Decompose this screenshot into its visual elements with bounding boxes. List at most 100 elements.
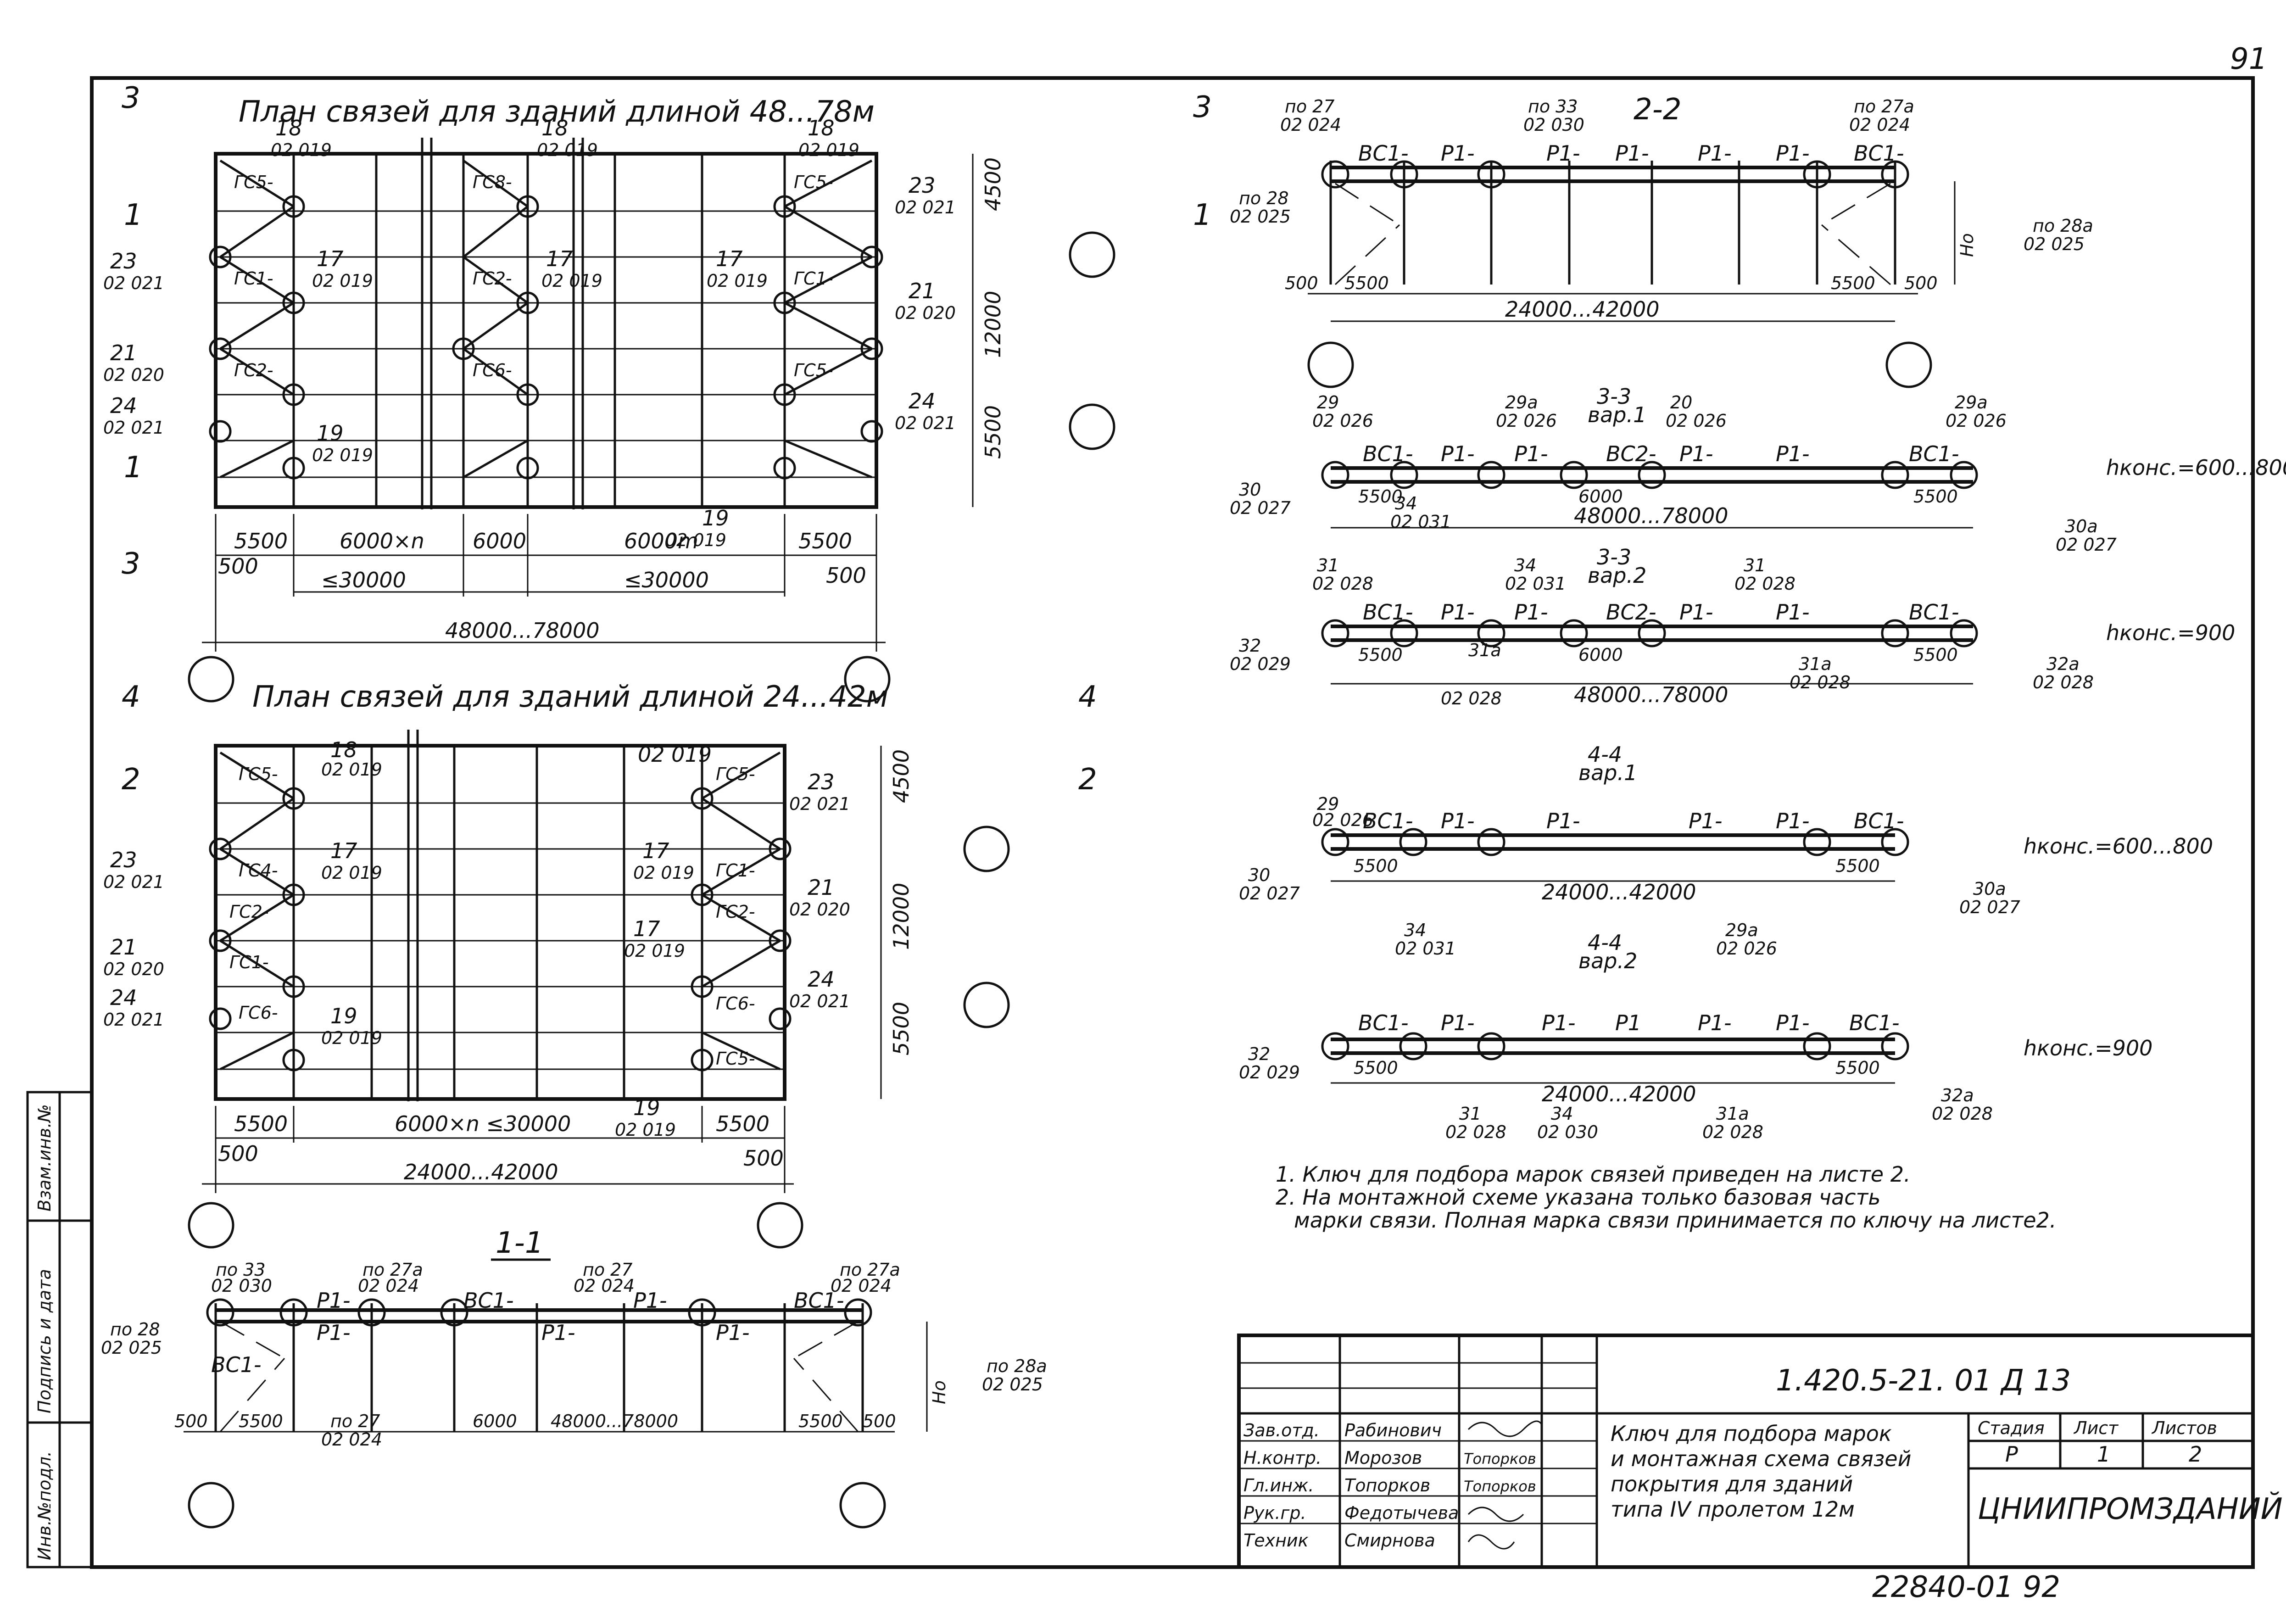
dimension: 4500 <box>981 157 1005 211</box>
member-label: 29 <box>1317 794 1339 814</box>
section-title: 4-4 <box>1588 742 1622 767</box>
member-label: 17 <box>317 246 344 271</box>
dimension: 12000 <box>889 883 914 950</box>
dimension: 500 <box>218 1141 258 1166</box>
console-height: hконс.=600...800 <box>2024 834 2213 859</box>
section-4-4-var1: 4-4 вар.1 ВС1- Р1- Р1- Р1- Р1- ВС1- 29 0… <box>1239 742 2213 959</box>
member-mark: Р1- <box>1514 600 1548 625</box>
member-label: по 33 <box>1528 96 1578 117</box>
dimension: 4500 <box>889 749 914 803</box>
dimension: 5500 <box>798 529 852 553</box>
member-label: 21 <box>110 340 137 365</box>
member-mark: ВС1- <box>794 1288 844 1313</box>
member-label: 24 <box>909 389 936 413</box>
member-code: 02 021 <box>103 418 164 438</box>
member-mark: Р1- <box>1441 809 1475 833</box>
member-code: 02 019 <box>638 742 712 767</box>
member-code: 02 026 <box>1312 411 1373 431</box>
member-label: 31 <box>1744 555 1766 575</box>
member-label: 32а <box>1941 1085 1974 1105</box>
brace-mark: ГС2- <box>234 360 273 380</box>
member-mark: Р1- <box>1441 600 1475 625</box>
sheet-value: 1 <box>2097 1442 2110 1467</box>
section-mark-1-top: 1 <box>124 198 143 232</box>
member-label: по 27 <box>583 1260 633 1280</box>
member-mark: Р1 <box>1615 1010 1641 1035</box>
member-mark: Р1- <box>716 1320 750 1345</box>
section-variant: вар.2 <box>1588 563 1646 588</box>
member-label: 29а <box>1725 920 1758 940</box>
dimension: 6000 <box>473 1411 517 1431</box>
dimension: 5500 <box>1358 486 1403 507</box>
dimension: 5500 <box>239 1411 283 1431</box>
member-code: 02 020 <box>789 899 850 920</box>
member-code: 02 024 <box>358 1276 419 1296</box>
member-code: 02 028 <box>1932 1104 1993 1124</box>
section-title: 3-3 <box>1597 545 1631 569</box>
dimension: 6000 <box>1578 645 1623 665</box>
sheets-value: 2 <box>2189 1442 2202 1467</box>
member-code: 02 019 <box>312 271 373 291</box>
member-mark: ВС1- <box>1854 141 1904 166</box>
member-mark: Р1- <box>1776 600 1810 625</box>
member-code: 02 021 <box>789 794 850 814</box>
dimension: 5500 <box>1354 856 1398 876</box>
member-mark: Р1- <box>317 1320 351 1345</box>
dimension: 5500 <box>1835 1058 1880 1078</box>
member-code: 02 026 <box>1312 810 1373 830</box>
member-mark: ВС1- <box>1358 1010 1409 1035</box>
section-mark-3-top: 3 <box>122 81 140 115</box>
role: Гл.инж. <box>1243 1475 1314 1496</box>
member-code: 02 024 <box>574 1276 635 1296</box>
person-name: Федотычева <box>1344 1503 1459 1523</box>
plan-48-78-title: План связей для зданий длиной 48...78м <box>239 95 875 129</box>
dimension: 5500 <box>716 1111 769 1136</box>
member-mark: Р1- <box>1679 441 1713 466</box>
note-1: 1. Ключ для подбора марок связей приведе… <box>1276 1162 1911 1187</box>
member-label: по 28а <box>2033 216 2093 236</box>
member-label: 19 <box>330 1004 357 1028</box>
member-code: 02 026 <box>1666 411 1727 431</box>
member-label: 31а <box>1716 1104 1749 1124</box>
member-label: по 28а <box>987 1356 1047 1376</box>
section-title: 2-2 <box>1634 93 1682 127</box>
member-label: 24 <box>808 967 835 992</box>
dimension: 5500 <box>981 405 1005 459</box>
sheet-number: 91 <box>2230 42 2267 76</box>
member-code: 02 027 <box>1959 897 2020 917</box>
dimension: 6000 <box>473 529 526 553</box>
stamp-inv: Инв.№подл. <box>34 1451 55 1560</box>
signature-scribbles <box>1467 1420 1543 1550</box>
console-height: hконс.=900 <box>2024 1036 2152 1060</box>
member-mark: ВС1- <box>463 1288 514 1313</box>
brace-mark: ГС5- <box>239 764 278 784</box>
section-title: 1-1 <box>496 1226 544 1260</box>
member-label: 18 <box>275 116 302 140</box>
section-1-1: 1-1 ВС1- Р1- Р1- ВС1- Р1- Р1- Р1- ВС1- п… <box>101 1226 1047 1529</box>
member-code: 02 027 <box>1239 883 1300 904</box>
note-2: 2. На монтажной схеме указана только баз… <box>1276 1185 1880 1210</box>
dimension: 500 <box>863 1411 896 1431</box>
dimension: 5500 <box>1831 273 1875 293</box>
member-label: 19 <box>317 421 344 446</box>
brace-mark: ГС2- <box>229 902 269 922</box>
dimension: 5500 <box>798 1411 843 1431</box>
member-code: 02 025 <box>1230 206 1291 227</box>
member-code: 02 020 <box>103 959 164 979</box>
member-label: 31а <box>1799 654 1832 674</box>
member-label: 18 <box>541 116 569 140</box>
dimension: 6000×n <box>340 529 424 553</box>
section-mark-4-right: 4 <box>1078 680 1097 714</box>
member-code: 02 031 <box>1395 938 1456 959</box>
member-label: 24 <box>110 393 137 418</box>
dimension: 500 <box>743 1146 784 1171</box>
member-code: 02 030 <box>1523 115 1584 135</box>
member-code: 02 024 <box>831 1276 892 1296</box>
person-name: Рабинович <box>1344 1420 1442 1440</box>
member-mark: Р1- <box>1776 141 1810 166</box>
organization: ЦНИИПРОМЗДАНИЙ <box>1978 1491 2283 1526</box>
member-label: 18 <box>808 116 835 140</box>
member-label: 23 <box>110 848 137 872</box>
member-label: 23 <box>808 770 835 794</box>
dimension: 500 <box>1904 273 1938 293</box>
